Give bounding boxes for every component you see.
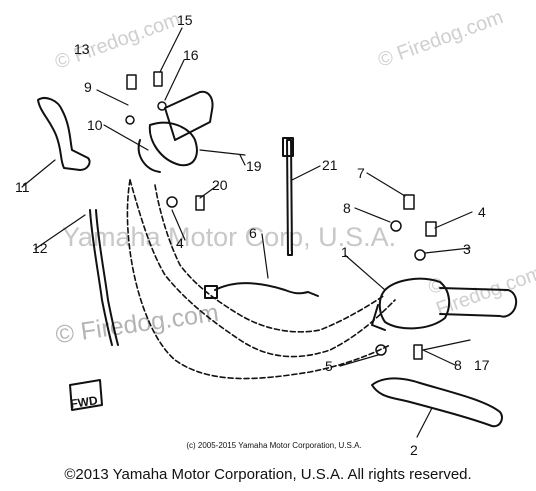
fwd-badge	[69, 379, 103, 411]
callout-4b: 4	[176, 235, 184, 251]
handlebar	[126, 179, 396, 380]
callout-21: 21	[322, 157, 338, 173]
brake-lever	[371, 377, 503, 428]
callout-19: 19	[246, 158, 262, 174]
wiring-harness	[204, 282, 319, 299]
callout-7: 7	[357, 165, 365, 181]
left-lever	[37, 97, 91, 171]
copyright-small: (c) 2005-2015 Yamaha Motor Corporation, …	[186, 441, 362, 450]
leader-lines	[21, 27, 473, 438]
callout-15: 15	[177, 12, 193, 28]
callout-16: 16	[183, 47, 199, 63]
callout-8b: 8	[454, 357, 462, 373]
throttle-grip	[137, 90, 214, 173]
callout-4a: 4	[478, 204, 486, 220]
callout-2: 2	[410, 442, 418, 458]
callout-8a: 8	[343, 200, 351, 216]
right-grip	[439, 287, 518, 318]
callout-6: 6	[249, 225, 257, 241]
callout-5: 5	[325, 358, 333, 374]
cable	[89, 209, 119, 346]
callout-numbers: 1 2 3 4 4 5 6 7 8 8 9 10 11 12 13 15 16 …	[15, 12, 490, 458]
callout-9: 9	[84, 79, 92, 95]
callout-12: 12	[32, 240, 48, 256]
cable-tie	[282, 137, 294, 256]
watermark-center: Yamaha Motor Corp, U.S.A.	[62, 222, 397, 252]
callout-11: 11	[15, 179, 30, 195]
callout-17: 17	[474, 357, 490, 373]
callout-20: 20	[212, 177, 228, 193]
right-switch-housing	[371, 277, 451, 331]
callout-10: 10	[87, 117, 103, 133]
copyright-main: ©2013 Yamaha Motor Corporation, U.S.A. A…	[64, 466, 472, 483]
bolts	[125, 71, 437, 360]
callout-1: 1	[341, 244, 349, 260]
fwd-label: FWD	[69, 393, 98, 411]
callout-13: 13	[74, 41, 90, 57]
callout-3: 3	[463, 241, 471, 257]
